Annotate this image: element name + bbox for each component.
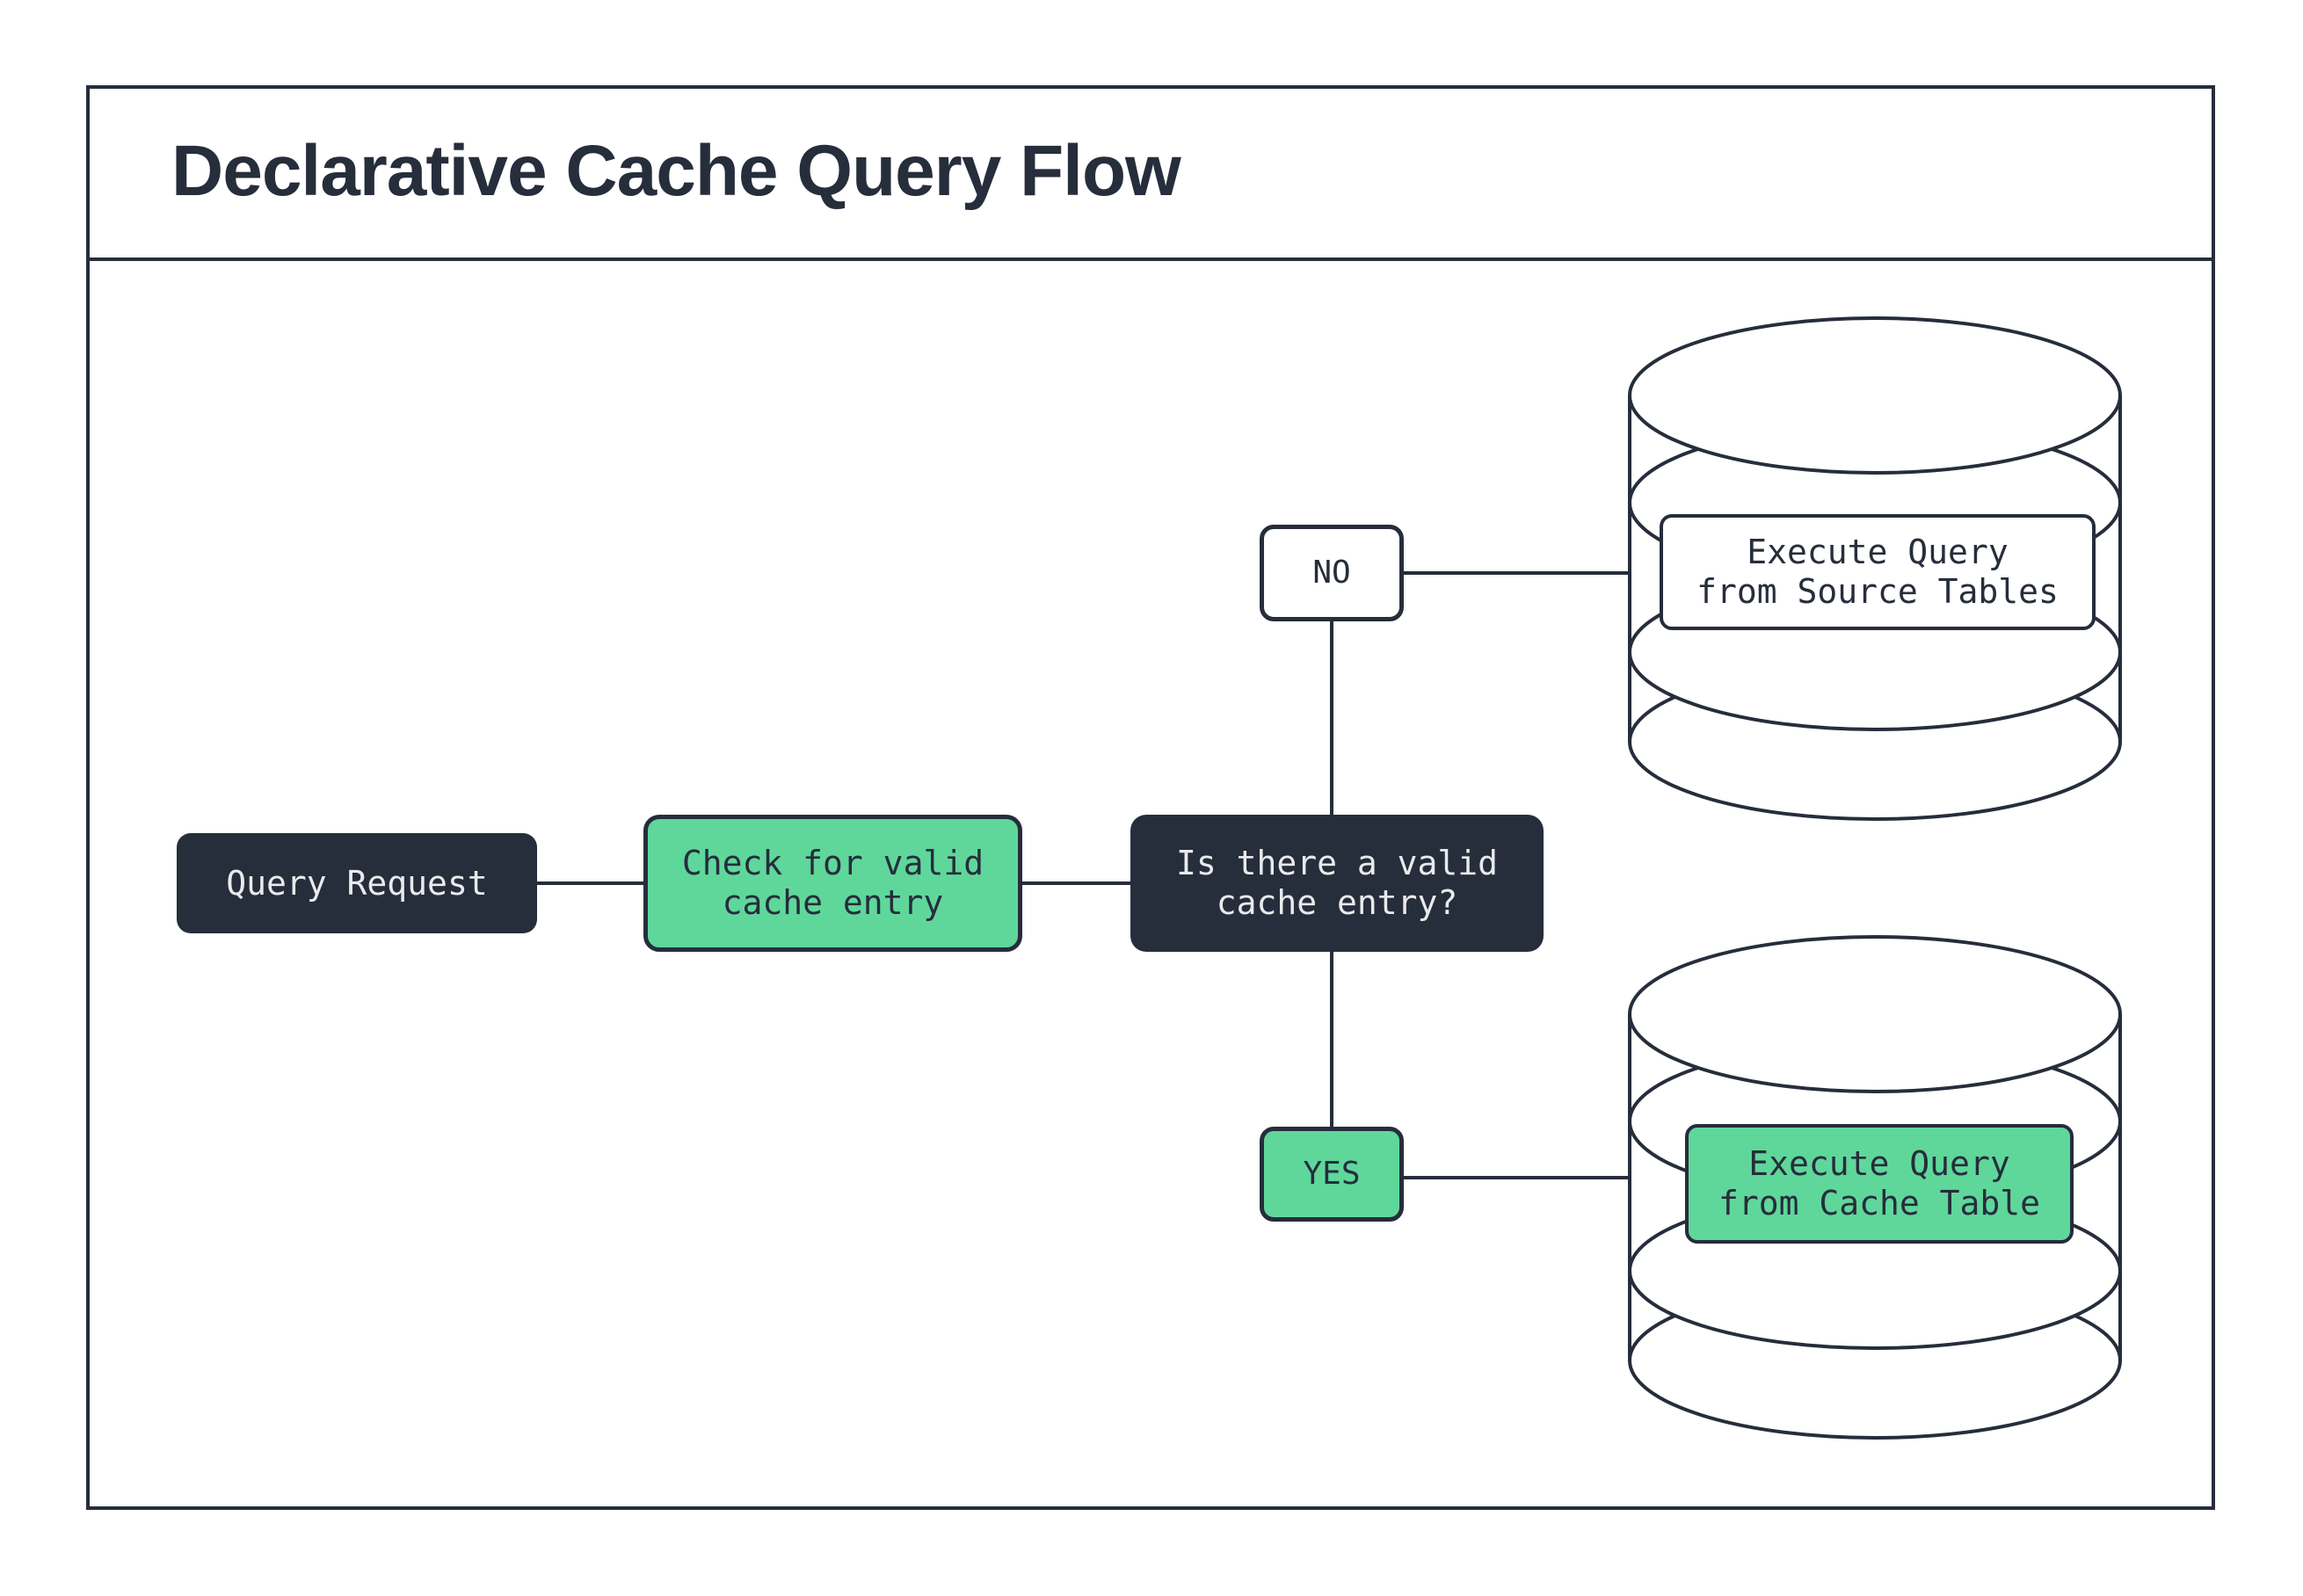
node-execute-source-tables: Execute Query from Source Tables [1660,514,2096,630]
node-branch-no-label: NO [1312,554,1351,591]
node-execute-cache-line2: from Cache Table [1718,1184,2041,1222]
diagram-frame [86,85,2215,1510]
node-check-cache: Check for valid cache entry [643,815,1022,952]
page-title: Declarative Cache Query Flow [171,131,1181,211]
node-execute-source-line2: from Source Tables [1696,572,2059,611]
connector-lines [536,571,1631,1179]
node-decision-line1: Is there a valid [1175,844,1499,883]
node-execute-source-line1: Execute Query [1747,533,2009,572]
node-branch-no: NO [1260,525,1404,621]
node-decision-valid-cache: Is there a valid cache entry? [1130,815,1544,952]
node-query-request: Query Request [177,833,537,933]
node-query-request-label: Query Request [226,863,488,903]
node-decision-line2: cache entry? [1216,883,1458,922]
node-branch-yes: YES [1260,1127,1404,1222]
diagram-header: Declarative Cache Query Flow [86,85,2215,261]
node-check-cache-line1: Check for valid [681,844,984,883]
node-execute-cache-table: Execute Query from Cache Table [1685,1124,2074,1244]
node-branch-yes-label: YES [1303,1155,1361,1192]
node-check-cache-line2: cache entry [722,883,944,922]
node-execute-cache-line1: Execute Query [1748,1144,2010,1184]
